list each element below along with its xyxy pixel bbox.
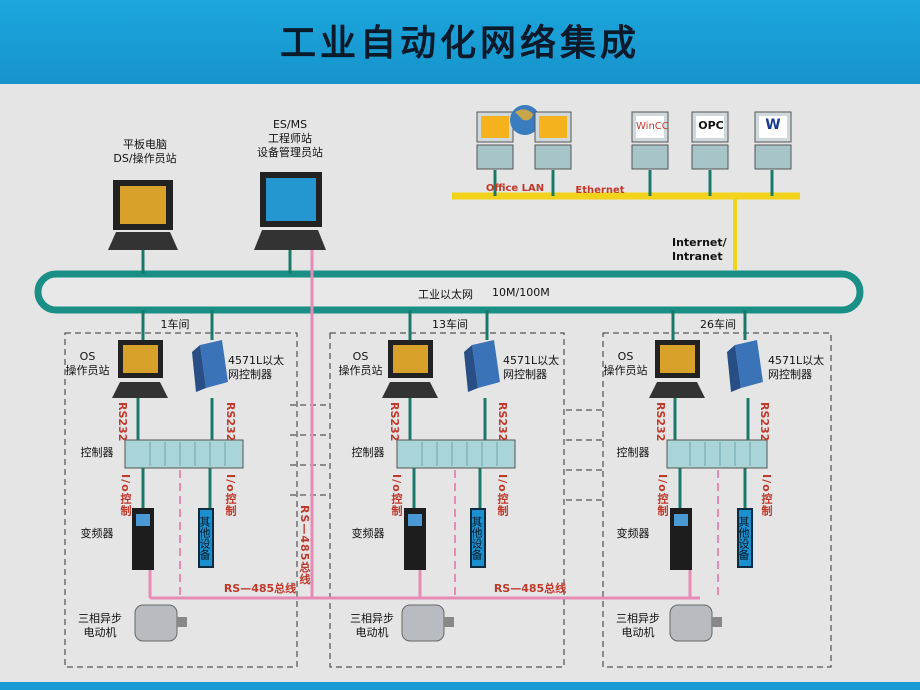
globe-icon [510,105,540,135]
inverter-icon [132,508,154,570]
other-device-box: 其他设备 [198,508,214,568]
ethernet-controller-icon [727,340,763,392]
os-computer-icon [649,340,705,398]
motor-icon [669,604,722,642]
rs232-label: RS232 [758,402,771,442]
rs232-label: RS232 [224,402,237,442]
rs485-vertical-label: RS—485总线 [298,505,311,586]
bottom-bar [0,682,920,690]
tablet-station-label: 平板电脑 DS/操作员站 [113,138,177,165]
plc-controller-icon [666,439,768,469]
opc-computer-icon [691,111,729,170]
engineer-computer-icon [254,172,326,250]
io-label: I/o控制 [496,474,509,517]
io-label: I/o控制 [656,474,669,517]
motor-icon [134,604,187,642]
plc-controller-icon [396,439,516,469]
rs485-bus-label: RS—485总线 [493,582,567,595]
wincc-label: WinCC [636,121,669,132]
inverter-icon [404,508,426,570]
opc-label: OPC [698,119,724,132]
tablet-computer-icon [108,180,178,250]
ethernet-controller-icon [192,340,228,392]
plc-controller-icon [124,439,244,469]
motor-label: 三相异步 电动机 [78,612,122,639]
workshop-links-1 [136,310,214,598]
inverter-icon [670,508,692,570]
os-computer-icon [382,340,438,398]
workshop-box-26 [602,332,832,668]
motor-label: 三相异步 电动机 [350,612,394,639]
rs232-label: RS232 [116,402,129,442]
io-label: I/o控制 [119,474,132,517]
workshop-box-13 [329,332,565,668]
engineer-station-label: ES/MS 工程师站 设备管理员站 [257,118,323,159]
ring-label: 工业以太网 [418,288,473,301]
plc-label: 控制器 [351,446,385,459]
office-computer-icon [476,111,514,170]
os-computer-icon [112,340,168,398]
ethernet-controller-icon [464,340,500,392]
workshop-box-1 [64,332,298,668]
workshop-links-13 [408,310,489,598]
word-label: W [765,117,781,133]
plc-label: 控制器 [616,446,650,459]
vfd-label: 变频器 [80,527,114,540]
ring-speed: 10M/100M [492,286,550,299]
internet-label: Internet/ Intranet [672,236,727,263]
other-device-box: 其他设备 [470,508,486,568]
ethernet-ring [34,270,864,314]
workshop-name: 1车间 [160,318,190,331]
io-label: I/o控制 [390,474,403,517]
os-label: OS 操作员站 [65,350,110,377]
wincc-computer-icon [631,111,669,170]
other-device-box: 其他设备 [737,508,753,568]
title-bar [0,0,920,84]
rs232-label: RS232 [388,402,401,442]
os-label: OS 操作员站 [603,350,648,377]
rs485-bus-label: RS—485总线 [223,582,297,595]
rs232-label: RS232 [496,402,509,442]
office-computer-icon [534,111,572,170]
rs232-label: RS232 [654,402,667,442]
controller-label: 4571L以太 网控制器 [768,354,825,381]
workshop-name: 13车间 [432,318,468,331]
ethernet-label: Ethernet [575,185,625,196]
controller-label: 4571L以太 网控制器 [228,354,285,381]
io-label: I/o控制 [224,474,237,517]
controller-label: 4571L以太 网控制器 [503,354,560,381]
word-computer-icon [754,111,792,170]
motor-icon [401,604,454,642]
between-dashes [290,404,603,501]
page-title: 工业自动化网络集成 [279,23,640,64]
os-label: OS 操作员站 [338,350,383,377]
vfd-label: 变频器 [616,527,650,540]
plc-label: 控制器 [80,446,114,459]
workshop-links-26 [671,310,750,598]
vfd-label: 变频器 [351,527,385,540]
office-lan-label: Office LAN [485,183,545,194]
io-label: I/o控制 [760,474,773,517]
motor-label: 三相异步 电动机 [616,612,660,639]
workshop-name: 26车间 [700,318,736,331]
